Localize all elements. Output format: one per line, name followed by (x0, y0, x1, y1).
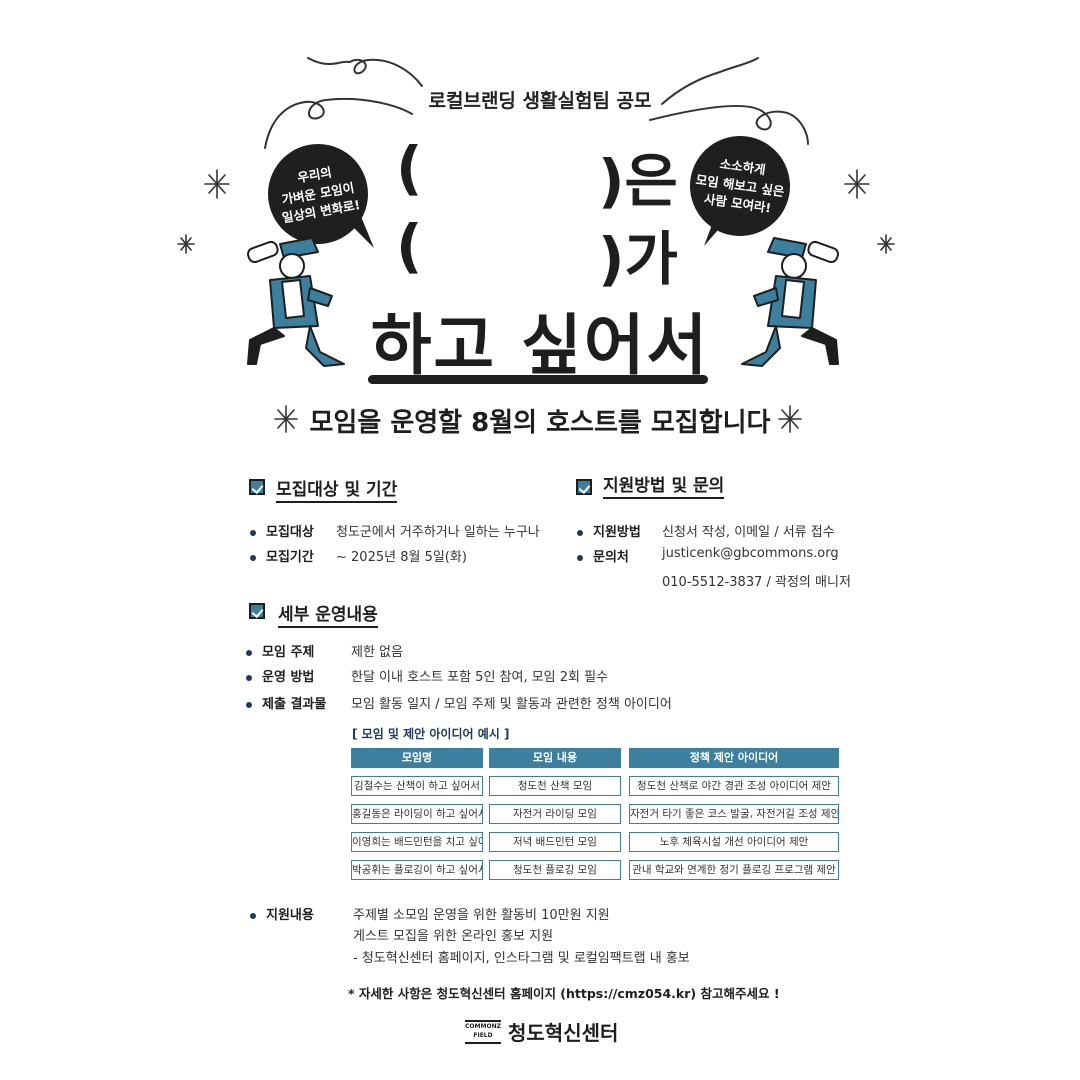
table-cell: 관내 학교와 연계한 정기 플로깅 프로그램 제안 (629, 860, 839, 880)
header-subtitle: 로컬브랜딩 생활실험팀 공모 (428, 90, 652, 112)
support-line: 주제별 소모임 운영을 위한 활동비 10만원 지원 (353, 908, 610, 923)
contact-phone: 010-5512-3837 / 곽정의 매니저 (662, 575, 851, 590)
bullet-icon (577, 554, 583, 561)
support-line: - 청도혁신센터 홈페이지, 인스타그램 및 로컬임팩트랩 내 홍보 (353, 951, 690, 966)
checkbox-icon (576, 479, 592, 495)
details-row: 제출 결과물 모임 활동 일지 / 모임 주제 및 활동과 관련한 정책 아이디… (246, 693, 686, 712)
table-cell: 노후 체육시설 개선 아이디어 제안 (629, 832, 839, 852)
sparkle-icon (778, 405, 802, 433)
bullet-icon (246, 701, 252, 708)
row-label: 지원방법 (593, 525, 641, 540)
row-value: 청도군에서 거주하거나 일하는 누구나 (336, 525, 540, 540)
checkbox-icon (249, 479, 265, 495)
bullet-icon (577, 529, 583, 536)
table-cell: 청도천 플로깅 모임 (489, 860, 621, 880)
apply-section-title: 지원방법 및 문의 (603, 471, 725, 499)
details-row: 운영 방법 한달 이내 호스트 포함 5인 참여, 모임 2회 필수 (246, 666, 686, 685)
support-line: 게스트 모집을 위한 온라인 홍보 지원 (353, 929, 554, 944)
blank-line-2-close: )가 (598, 225, 678, 293)
bullet-icon (246, 674, 252, 681)
row-label: 운영 방법 (262, 670, 315, 685)
table-cell: 이영희는 배드민턴을 치고 싶어서 (351, 832, 483, 852)
logo-top-text: COMMONZ (465, 1023, 501, 1030)
left-pirate-illustration-icon (247, 237, 345, 367)
blank-line-1-open: ( (396, 134, 423, 202)
row-value: 모임 활동 일지 / 모임 주제 및 활동과 관련한 정책 아이디어 (351, 697, 672, 712)
apply-row: 문의처 justicenk@gbcommons.org (577, 546, 857, 565)
recruit-row: 모집기간 ~ 2025년 8월 5일(화) (250, 546, 550, 565)
blank-line-1-close: )은 (598, 147, 678, 215)
row-label: 모임 주제 (262, 645, 315, 660)
table-cell: 박공휘는 플로깅이 하고 싶어서 (351, 860, 483, 880)
decorative-curls (177, 57, 895, 254)
row-value: 한달 이내 호스트 포함 5인 참여, 모임 2회 필수 (351, 670, 609, 685)
table-cell: 자전거 타기 좋은 코스 발굴, 자전거길 조성 제안 (629, 804, 839, 824)
support-row: 지원내용 (250, 904, 314, 923)
commonz-field-logo: COMMONZ FIELD (465, 1020, 501, 1044)
recruit-row: 모집대상 청도군에서 거주하거나 일하는 누구나 (250, 521, 550, 540)
headline: 하고 싶어서 (370, 307, 710, 384)
details-row: 모임 주제 제한 없음 (246, 641, 686, 660)
checkbox-icon (249, 603, 265, 619)
table-header: 모임명 (351, 748, 483, 768)
table-cell: 자전거 라이딩 모임 (489, 804, 621, 824)
contact-email[interactable]: justicenk@gbcommons.org (662, 546, 839, 561)
table-cell: 홍길동은 라이딩이 하고 싶어서 (351, 804, 483, 824)
bullet-icon (250, 912, 256, 919)
left-bubble-tail-icon (340, 214, 374, 248)
table-cell: 청도천 산책 모임 (489, 776, 621, 796)
table-cell: 김철수는 산책이 하고 싶어서 (351, 776, 483, 796)
right-bubble-tail-icon (704, 214, 732, 246)
row-label: 모집대상 (266, 525, 314, 540)
bullet-icon (250, 554, 256, 561)
row-value: 제한 없음 (351, 645, 403, 660)
row-value: 신청서 작성, 이메일 / 서류 접수 (662, 525, 835, 540)
table-caption: [ 모임 및 제안 아이디어 예시 ] (352, 727, 510, 741)
details-section-title: 세부 운영내용 (278, 600, 378, 628)
headline-underline (368, 375, 708, 384)
row-label: 모집기간 (266, 550, 314, 565)
row-label: 지원내용 (266, 908, 314, 923)
organization-name: 청도혁신센터 (508, 1021, 619, 1045)
sparkle-icon (274, 405, 298, 433)
apply-row: 지원방법 신청서 작성, 이메일 / 서류 접수 (577, 521, 857, 540)
logo-bottom-text: FIELD (473, 1032, 493, 1039)
bullet-icon (246, 649, 252, 656)
homepage-note: * 자세한 사항은 청도혁신센터 홈페이지 (https://cmz054.kr… (348, 986, 780, 1001)
recruit-section-title: 모집대상 및 기간 (276, 475, 398, 503)
table-header: 정책 제안 아이디어 (629, 748, 839, 768)
row-value: ~ 2025년 8월 5일(화) (336, 550, 467, 565)
table-header: 모임 내용 (489, 748, 621, 768)
table-cell: 청도천 산책로 야간 경관 조성 아이디어 제안 (629, 776, 839, 796)
bullet-icon (250, 529, 256, 536)
row-label: 문의처 (593, 550, 629, 565)
table-cell: 저녁 배드민턴 모임 (489, 832, 621, 852)
blank-line-2-open: ( (396, 212, 423, 280)
row-label: 제출 결과물 (262, 697, 327, 712)
hosting-announcement: 모임을 운영할 8월의 호스트를 모집합니다 (309, 408, 771, 438)
right-pirate-illustration-icon (741, 237, 839, 367)
